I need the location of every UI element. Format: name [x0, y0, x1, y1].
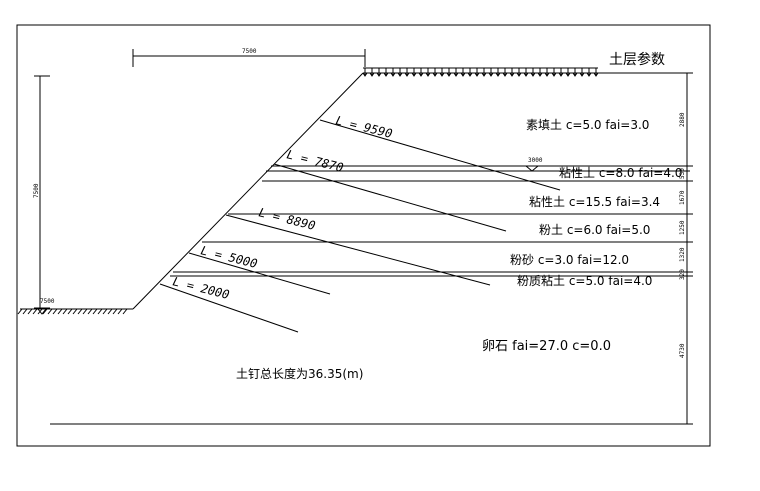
- hatch-stroke: [82, 308, 88, 315]
- load-arrow-head: [474, 72, 480, 77]
- layer-5-label: 粉砂 c=3.0 fai=12.0: [510, 253, 629, 267]
- load-arrow-head: [446, 72, 452, 77]
- right-dim-3: 1670: [679, 190, 686, 205]
- load-arrow-head: [544, 72, 550, 77]
- layer-2-label: 粘性土 c=8.0 fai=4.0: [559, 165, 682, 180]
- load-arrow-head: [376, 72, 382, 77]
- right-dim-4: 1250: [679, 220, 686, 235]
- hatch-stroke: [27, 308, 33, 315]
- load-arrow-head: [460, 72, 466, 77]
- layer-3-label: 粘性土 c=15.5 fai=3.4: [529, 194, 660, 209]
- nail-2: [273, 163, 507, 232]
- load-arrow-head: [509, 72, 515, 77]
- toe-hatch: [17, 308, 128, 315]
- load-arrow-head: [586, 72, 592, 77]
- left-dim-label: 7500: [33, 183, 40, 198]
- nail-4: [188, 252, 331, 295]
- load-arrow-head: [453, 72, 459, 77]
- nail-3-label: L = 8890: [257, 205, 316, 233]
- load-arrow-head: [537, 72, 543, 77]
- hatch-stroke: [22, 308, 28, 315]
- load-arrow-head: [418, 72, 424, 77]
- load-arrow-head: [439, 72, 445, 77]
- top-dimension: 7500: [132, 48, 366, 67]
- right-dim-1: 2880: [679, 112, 686, 127]
- hatch-stroke: [17, 308, 23, 315]
- hatch-stroke: [122, 308, 128, 315]
- hatch-stroke: [42, 308, 48, 315]
- load-arrow-head: [397, 72, 403, 77]
- slope-face: [132, 72, 364, 310]
- hatch-stroke: [47, 308, 53, 315]
- load-arrow-head: [369, 72, 375, 77]
- load-arrow-head: [411, 72, 417, 77]
- hatch-stroke: [87, 308, 93, 315]
- left-dimension: 7500: [33, 75, 50, 309]
- drawing-title: 土层参数: [609, 51, 665, 68]
- hatch-stroke: [72, 308, 78, 315]
- load-arrow-head: [579, 72, 585, 77]
- water-level-icon: [36, 308, 48, 315]
- hatch-stroke: [112, 308, 118, 315]
- right-dim-6: 320: [679, 269, 686, 280]
- right-dim-5: 1320: [679, 247, 686, 262]
- load-arrow-head: [488, 72, 494, 77]
- layer-7-label: 卵石 fai=27.0 c=0.0: [482, 339, 611, 354]
- right-dimension: [681, 72, 693, 425]
- nail-5: [159, 283, 299, 333]
- hatch-stroke: [52, 308, 58, 315]
- nail-3: [225, 214, 491, 286]
- load-arrow-head: [390, 72, 396, 77]
- load-arrow-head: [523, 72, 529, 77]
- hatch-stroke: [117, 308, 123, 315]
- surcharge-load: [362, 67, 599, 77]
- right-dim-7: 4730: [679, 343, 686, 358]
- load-arrow-head: [502, 72, 508, 77]
- hatch-stroke: [102, 308, 108, 315]
- drawing-frame: [16, 24, 711, 447]
- hatch-stroke: [57, 308, 63, 315]
- load-arrow-head: [558, 72, 564, 77]
- load-arrow-head: [481, 72, 487, 77]
- load-arrow-head: [425, 72, 431, 77]
- hatch-stroke: [62, 308, 68, 315]
- layer-1-label: 素填土 c=5.0 fai=3.0: [526, 118, 649, 132]
- right-dim-2: 530: [679, 168, 686, 179]
- total-length-label: 土钉总长度为36.35(m): [236, 366, 363, 381]
- hatch-stroke: [67, 308, 73, 315]
- layer-4-label: 粉土 c=6.0 fai=5.0: [539, 223, 650, 237]
- load-arrow-head: [593, 72, 599, 77]
- load-arrow-head: [404, 72, 410, 77]
- layer-6-label: 粉质粘土 c=5.0 fai=4.0: [517, 273, 652, 288]
- load-arrow-head: [551, 72, 557, 77]
- load-arrow-head: [432, 72, 438, 77]
- top-dim-label: 7500: [242, 48, 257, 55]
- soil-nails: [159, 119, 561, 333]
- nail-4-label: L = 5000: [199, 243, 258, 271]
- load-arrow-head: [467, 72, 473, 77]
- load-arrow-head: [530, 72, 536, 77]
- load-arrow-head: [362, 72, 368, 77]
- hatch-stroke: [77, 308, 83, 315]
- nail-1-label: L = 9590: [334, 113, 393, 141]
- toe-water-mark: 7500: [40, 298, 55, 305]
- hatch-stroke: [92, 308, 98, 315]
- load-arrow-head: [495, 72, 501, 77]
- hatch-stroke: [97, 308, 103, 315]
- load-arrow-head: [383, 72, 389, 77]
- hatch-stroke: [107, 308, 113, 315]
- water-mark-top: 3000: [528, 157, 543, 164]
- load-arrow-head: [565, 72, 571, 77]
- water-level-icon: [524, 165, 540, 172]
- hatch-stroke: [32, 308, 38, 315]
- load-arrow-head: [516, 72, 522, 77]
- nail-1: [319, 119, 561, 191]
- load-arrow-head: [572, 72, 578, 77]
